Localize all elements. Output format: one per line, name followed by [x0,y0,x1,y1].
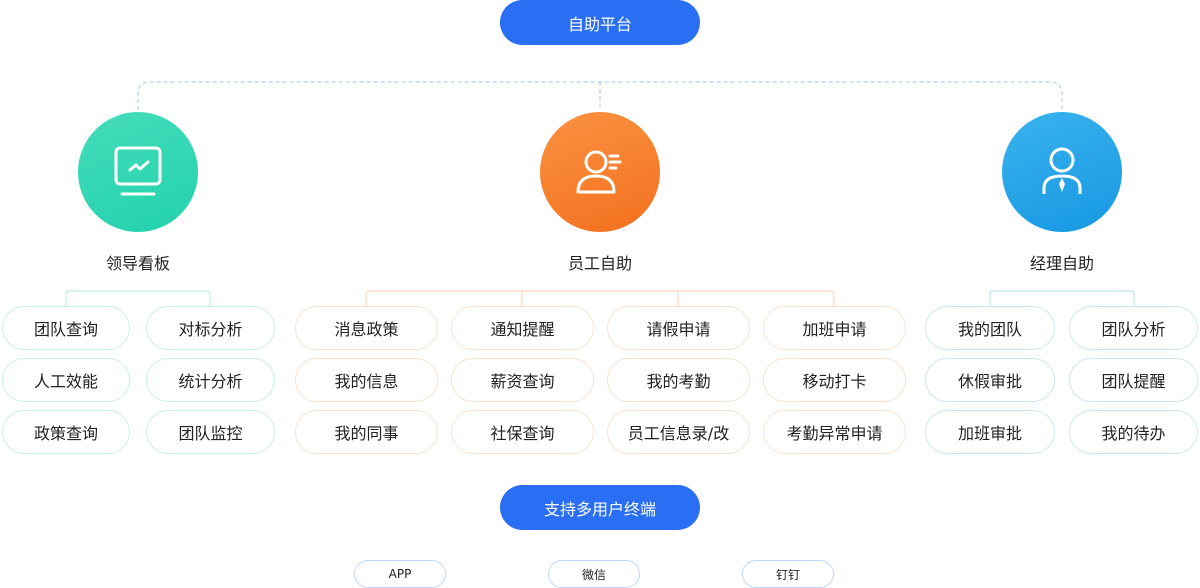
feature-pill[interactable]: 我的团队 [925,306,1055,350]
group-label: 经理自助 [1029,254,1094,273]
terminals-title: 支持多用户终端 [500,485,700,530]
group-label: 员工自助 [567,254,632,273]
feature-pill[interactable]: 员工信息录/改 [607,410,750,454]
feature-pill[interactable]: 社保查询 [451,410,594,454]
leader-dashboard-circle [78,112,198,232]
feature-pill[interactable]: 加班审批 [925,410,1055,454]
feature-pill[interactable]: 我的同事 [295,410,438,454]
feature-pill[interactable]: 移动打卡 [763,358,906,402]
feature-pill[interactable]: 团队分析 [1069,306,1198,350]
feature-pill[interactable]: 团队查询 [2,306,130,350]
feature-pill[interactable]: 消息政策 [295,306,438,350]
feature-pill[interactable]: 请假申请 [607,306,750,350]
feature-pill[interactable]: 薪资查询 [451,358,594,402]
feature-pill[interactable]: 我的信息 [295,358,438,402]
terminal-app[interactable]: APP [354,560,446,588]
terminal-dingtalk[interactable]: 钉钉 [742,560,834,588]
group-label: 领导看板 [105,254,170,273]
feature-pill[interactable]: 人工效能 [2,358,130,402]
manager-self-service-circle [1002,112,1122,232]
feature-pill[interactable]: 通知提醒 [451,306,594,350]
feature-pill[interactable]: 休假审批 [925,358,1055,402]
manager-icon [1042,147,1082,194]
monitor-chart-icon [114,146,162,196]
employee-self-service-circle [540,112,660,232]
feature-pill[interactable]: 我的考勤 [607,358,750,402]
feature-pill[interactable]: 对标分析 [146,306,275,350]
user-list-icon [576,150,622,194]
feature-pill[interactable]: 团队监控 [146,410,275,454]
feature-pill[interactable]: 统计分析 [146,358,275,402]
feature-pill[interactable]: 考勤异常申请 [763,410,906,454]
feature-pill[interactable]: 团队提醒 [1069,358,1198,402]
platform-title: 自助平台 [500,0,700,45]
feature-pill[interactable]: 加班申请 [763,306,906,350]
terminal-wechat[interactable]: 微信 [548,560,640,588]
feature-pill[interactable]: 政策查询 [2,410,130,454]
feature-pill[interactable]: 我的待办 [1069,410,1198,454]
